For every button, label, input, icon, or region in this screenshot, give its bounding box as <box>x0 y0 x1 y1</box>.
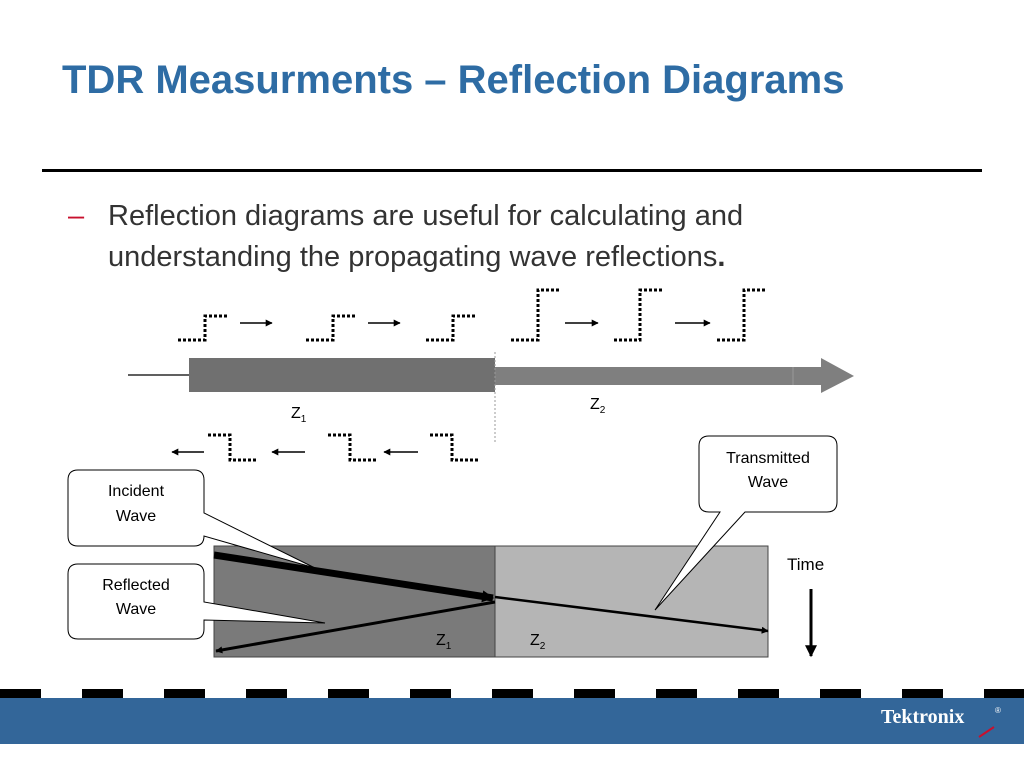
bullet-marker: – <box>68 200 85 232</box>
z2-line-label: Z2 <box>590 396 606 416</box>
incident-step-3 <box>426 314 476 342</box>
title-divider <box>42 169 982 172</box>
line-end-arrow <box>821 358 854 393</box>
transmitted-callout-text-line1: Transmitted <box>726 450 810 467</box>
reflected-step-3 <box>430 433 478 462</box>
transmitted-wave-callout <box>654 435 838 611</box>
bullet-text-block: Reflection diagrams are useful for calcu… <box>108 196 928 278</box>
footer-bar <box>0 698 1024 744</box>
incident-callout-text-line1: Incident <box>108 483 165 500</box>
incident-step-1 <box>178 314 228 342</box>
z1-line-label: Z1 <box>291 405 307 425</box>
incident-callout-text-line2: Wave <box>116 508 156 525</box>
reflected-callout-text-line1: Reflected <box>102 577 170 594</box>
z1-region-label: Z1 <box>436 632 452 652</box>
line-segment-z2 <box>495 367 821 385</box>
transmitted-step-2 <box>614 288 662 342</box>
transmitted-step-3 <box>717 288 766 342</box>
transmitted-callout-text-line2: Wave <box>748 474 788 491</box>
reflected-step-2 <box>328 433 376 462</box>
reflected-step-1 <box>208 433 256 462</box>
line-segment-z1 <box>189 358 495 392</box>
incident-step-2 <box>306 314 356 342</box>
reflected-callout-text-line2: Wave <box>116 601 156 618</box>
bullet-text: Reflection diagrams are useful for calcu… <box>108 200 744 273</box>
incident-wave-callout <box>67 469 316 569</box>
time-axis-label: Time <box>787 555 824 574</box>
footer-checker-strip <box>0 689 1024 698</box>
reflected-wave-path <box>215 600 496 654</box>
bullet-period: . <box>717 241 726 273</box>
transmitted-step-1 <box>511 288 560 342</box>
reflected-wave-callout <box>67 563 326 640</box>
transmitted-wave-path <box>494 595 769 634</box>
tektronix-logo-mark: Tektronix ® <box>881 706 1001 738</box>
incident-wave-path <box>213 551 495 603</box>
z2-region-label: Z2 <box>530 632 546 652</box>
tektronix-logo: Tektronix ® <box>877 701 1012 741</box>
footer: Tektronix ® <box>0 689 1024 744</box>
svg-text:®: ® <box>995 706 1001 715</box>
slide-title: TDR Measurments – Reflection Diagrams <box>62 58 845 102</box>
svg-text:Tektronix: Tektronix <box>881 706 964 728</box>
